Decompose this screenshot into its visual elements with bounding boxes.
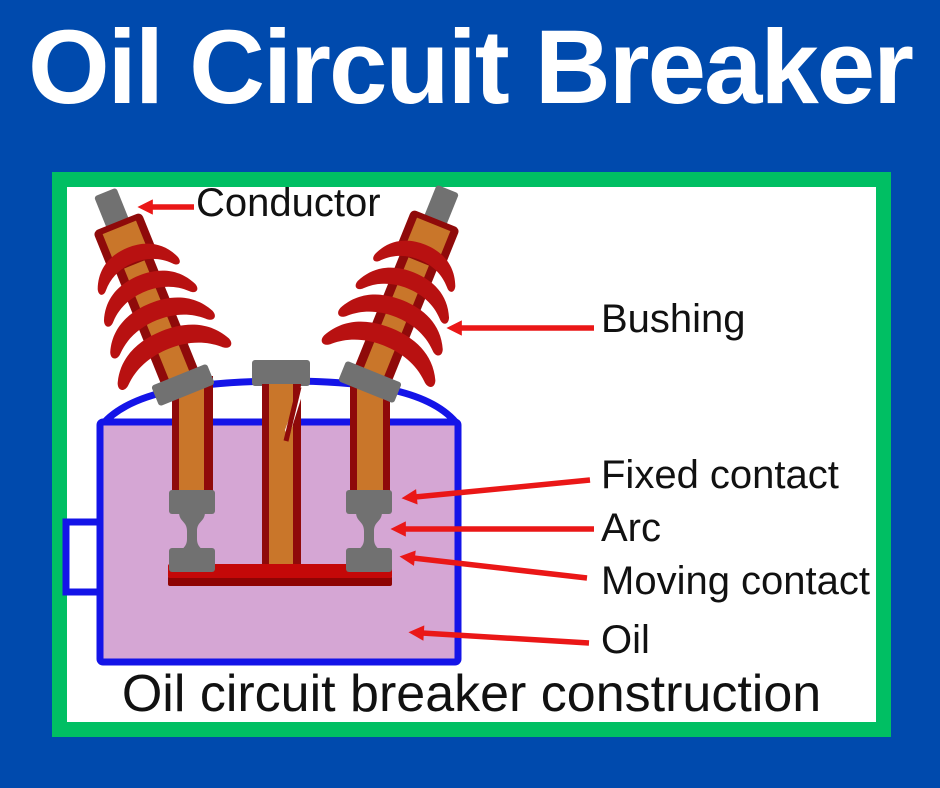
oil-arrow bbox=[408, 625, 590, 646]
center-stem bbox=[262, 384, 305, 568]
label-bushing: Bushing bbox=[601, 297, 746, 341]
moving-crossbar bbox=[168, 564, 392, 586]
fixed-contact-arrow bbox=[401, 477, 591, 505]
label-oil: Oil bbox=[601, 618, 650, 662]
label-fixed-contact: Fixed contact bbox=[601, 453, 839, 497]
center-cap bbox=[252, 360, 310, 386]
diagram-caption: Oil circuit breaker construction bbox=[121, 665, 822, 723]
moving-contact-arrow bbox=[399, 550, 588, 581]
label-arc: Arc bbox=[601, 506, 661, 550]
page-title: Oil Circuit Breaker bbox=[27, 9, 914, 126]
label-moving-contact: Moving contact bbox=[601, 559, 871, 603]
label-conductor: Conductor bbox=[196, 181, 381, 225]
